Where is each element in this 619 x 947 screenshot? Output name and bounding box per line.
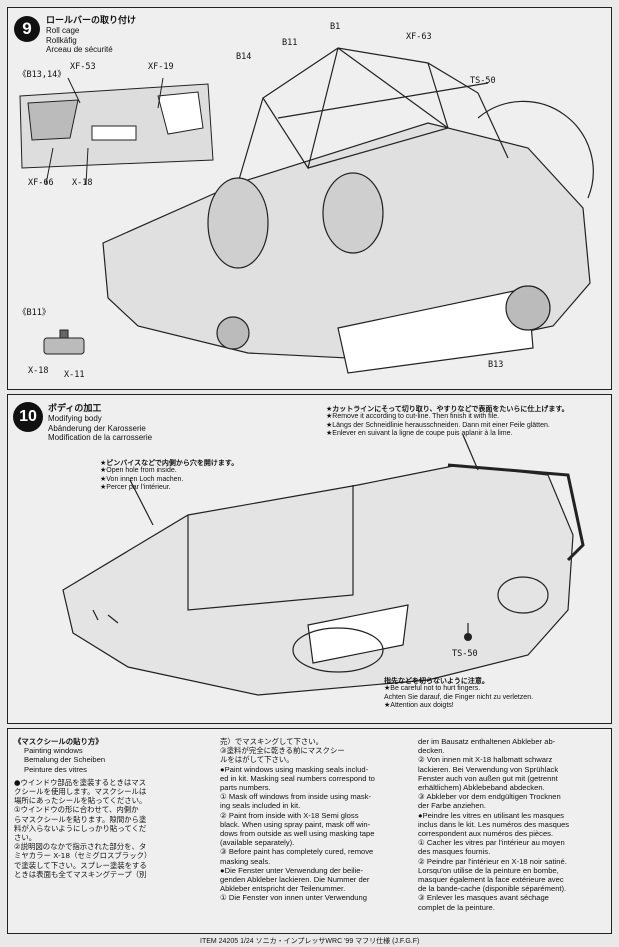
- inset-b13-14-label: 《B13,14》: [18, 70, 66, 80]
- hole-note: ★ピンバイスなどで内側から穴を開けます。 ★Open hole from ins…: [100, 459, 239, 492]
- part-ts50: TS-50: [470, 76, 496, 86]
- masking-col-3: der im Bausatz enthaltenen Abkleber ab- …: [418, 737, 570, 912]
- masking-title-de: Bemalung der Scheiben: [24, 755, 106, 765]
- step10-title-de: Abänderung der Karosserie: [48, 423, 146, 433]
- part-x18: X-18: [72, 178, 93, 188]
- cut-line-note: ★カットラインにそって切り取り、やすりなどで表面をたいらに仕上げます。 ★Rem…: [326, 405, 569, 438]
- part-b1: B1: [330, 22, 341, 32]
- item-number: ITEM 24205 1/24 ソニカ・インプレッサWRC '99 マフリ仕様 …: [200, 938, 420, 945]
- part-b14: B14: [236, 52, 252, 62]
- part-b11: B11: [282, 38, 298, 48]
- step9-title-de: Rollkäfig: [46, 35, 77, 45]
- masking-title-jp: 《マスクシールの貼り方》: [14, 737, 103, 746]
- step10-title-fr: Modification de la carrosserie: [48, 433, 153, 443]
- part-xf19: XF-19: [148, 62, 174, 72]
- step10-title-en: Modifying body: [48, 414, 102, 423]
- roll-cage-illustration: [19, 47, 594, 374]
- part-xf53: XF-53: [70, 62, 96, 72]
- masking-col-1: 《マスクシールの貼り方》 Painting windows Bemalung d…: [14, 737, 214, 879]
- finger-caution-note: 指先などを切らないように注意。 ★Be careful not to hurt …: [384, 677, 534, 710]
- step10-title-jp: ボディの加工: [48, 404, 102, 414]
- masking-panel: 《マスクシールの貼り方》 Painting windows Bemalung d…: [7, 728, 612, 934]
- masking-title-fr: Peinture des vitres: [24, 764, 87, 774]
- step9-title-jp: ロールバーの取り付け: [46, 16, 137, 26]
- part-x18-b11: X-18: [28, 366, 49, 376]
- step9-panel: 9 ロールバーの取り付け Roll cage Rollkäfig Arceau …: [7, 7, 612, 390]
- masking-col-2: 売）でマスキングして下さい。 ③塗料が完全に乾きる前にマスクシー ルをはがして下…: [220, 737, 375, 903]
- step10-titles: ボディの加工 Modifying body Abänderung der Kar…: [48, 401, 152, 443]
- step9-title-fr: Arceau de sécurité: [46, 45, 113, 55]
- part-b13: B13: [488, 360, 504, 370]
- body-modification-illustration: [62, 434, 585, 696]
- step10-ts50: TS-50: [452, 649, 478, 659]
- step9-titles: ロールバーの取り付け Roll cage Rollkäfig Arceau de…: [46, 13, 136, 55]
- step9-number: 9: [14, 16, 40, 42]
- step10-panel: 10 ボディの加工 Modifying body Abänderung der …: [7, 394, 612, 724]
- page-footer: ITEM 24205 1/24 ソニカ・インプレッサWRC '99 マフリ仕様 …: [0, 935, 619, 947]
- part-xf63: XF-63: [406, 32, 432, 42]
- step9-title-en: Roll cage: [46, 26, 80, 35]
- part-x11: X-11: [64, 370, 85, 380]
- masking-title-en: Painting windows: [24, 746, 83, 756]
- step10-number: 10: [13, 402, 43, 432]
- part-xf66: XF-66: [28, 178, 54, 188]
- inset-b11-label: 《B11》: [18, 308, 51, 318]
